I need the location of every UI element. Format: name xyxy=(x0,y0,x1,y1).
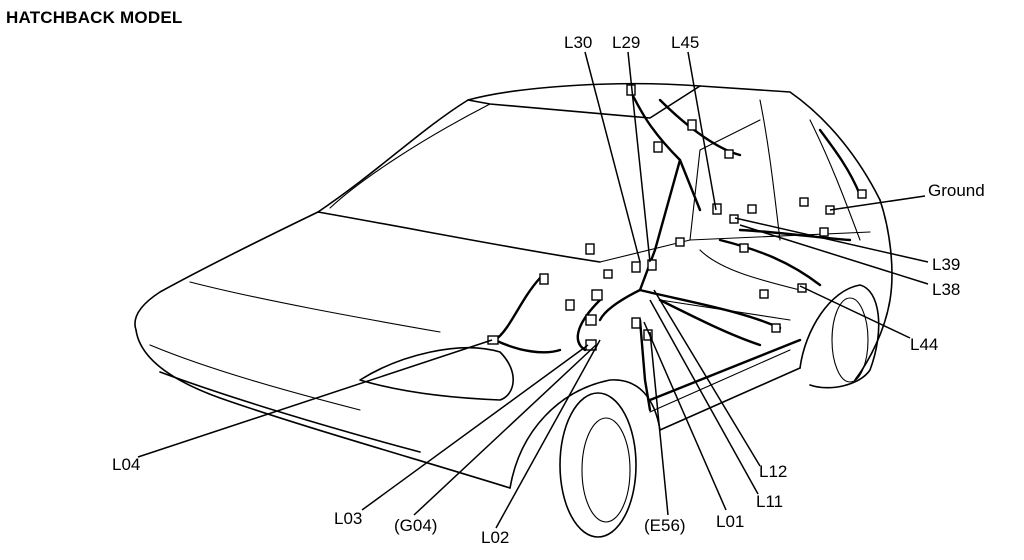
label-l45: L45 xyxy=(671,33,699,52)
label-l30: L30 xyxy=(564,33,592,52)
label-l38: L38 xyxy=(932,280,960,299)
label-l11: L11 xyxy=(756,492,783,511)
label-e56: (E56) xyxy=(644,516,686,535)
label-l01: L01 xyxy=(716,512,744,531)
leader-lines xyxy=(137,51,929,529)
label-l02: L02 xyxy=(481,528,509,547)
car-body-outline xyxy=(134,82,893,538)
diagram-title: HATCHBACK MODEL xyxy=(6,8,183,27)
component-labels: L30 L29 L45 Ground L39 L38 L44 L04 L03 (… xyxy=(112,33,985,547)
label-l29: L29 xyxy=(612,33,640,52)
label-l44: L44 xyxy=(910,335,938,354)
label-g04: (G04) xyxy=(394,516,437,535)
label-l04: L04 xyxy=(112,455,140,474)
label-l39: L39 xyxy=(932,255,960,274)
label-l03: L03 xyxy=(334,509,362,528)
label-l12: L12 xyxy=(759,462,787,481)
wiring-harness xyxy=(493,88,862,412)
label-ground: Ground xyxy=(928,181,985,200)
connectors xyxy=(487,84,867,351)
